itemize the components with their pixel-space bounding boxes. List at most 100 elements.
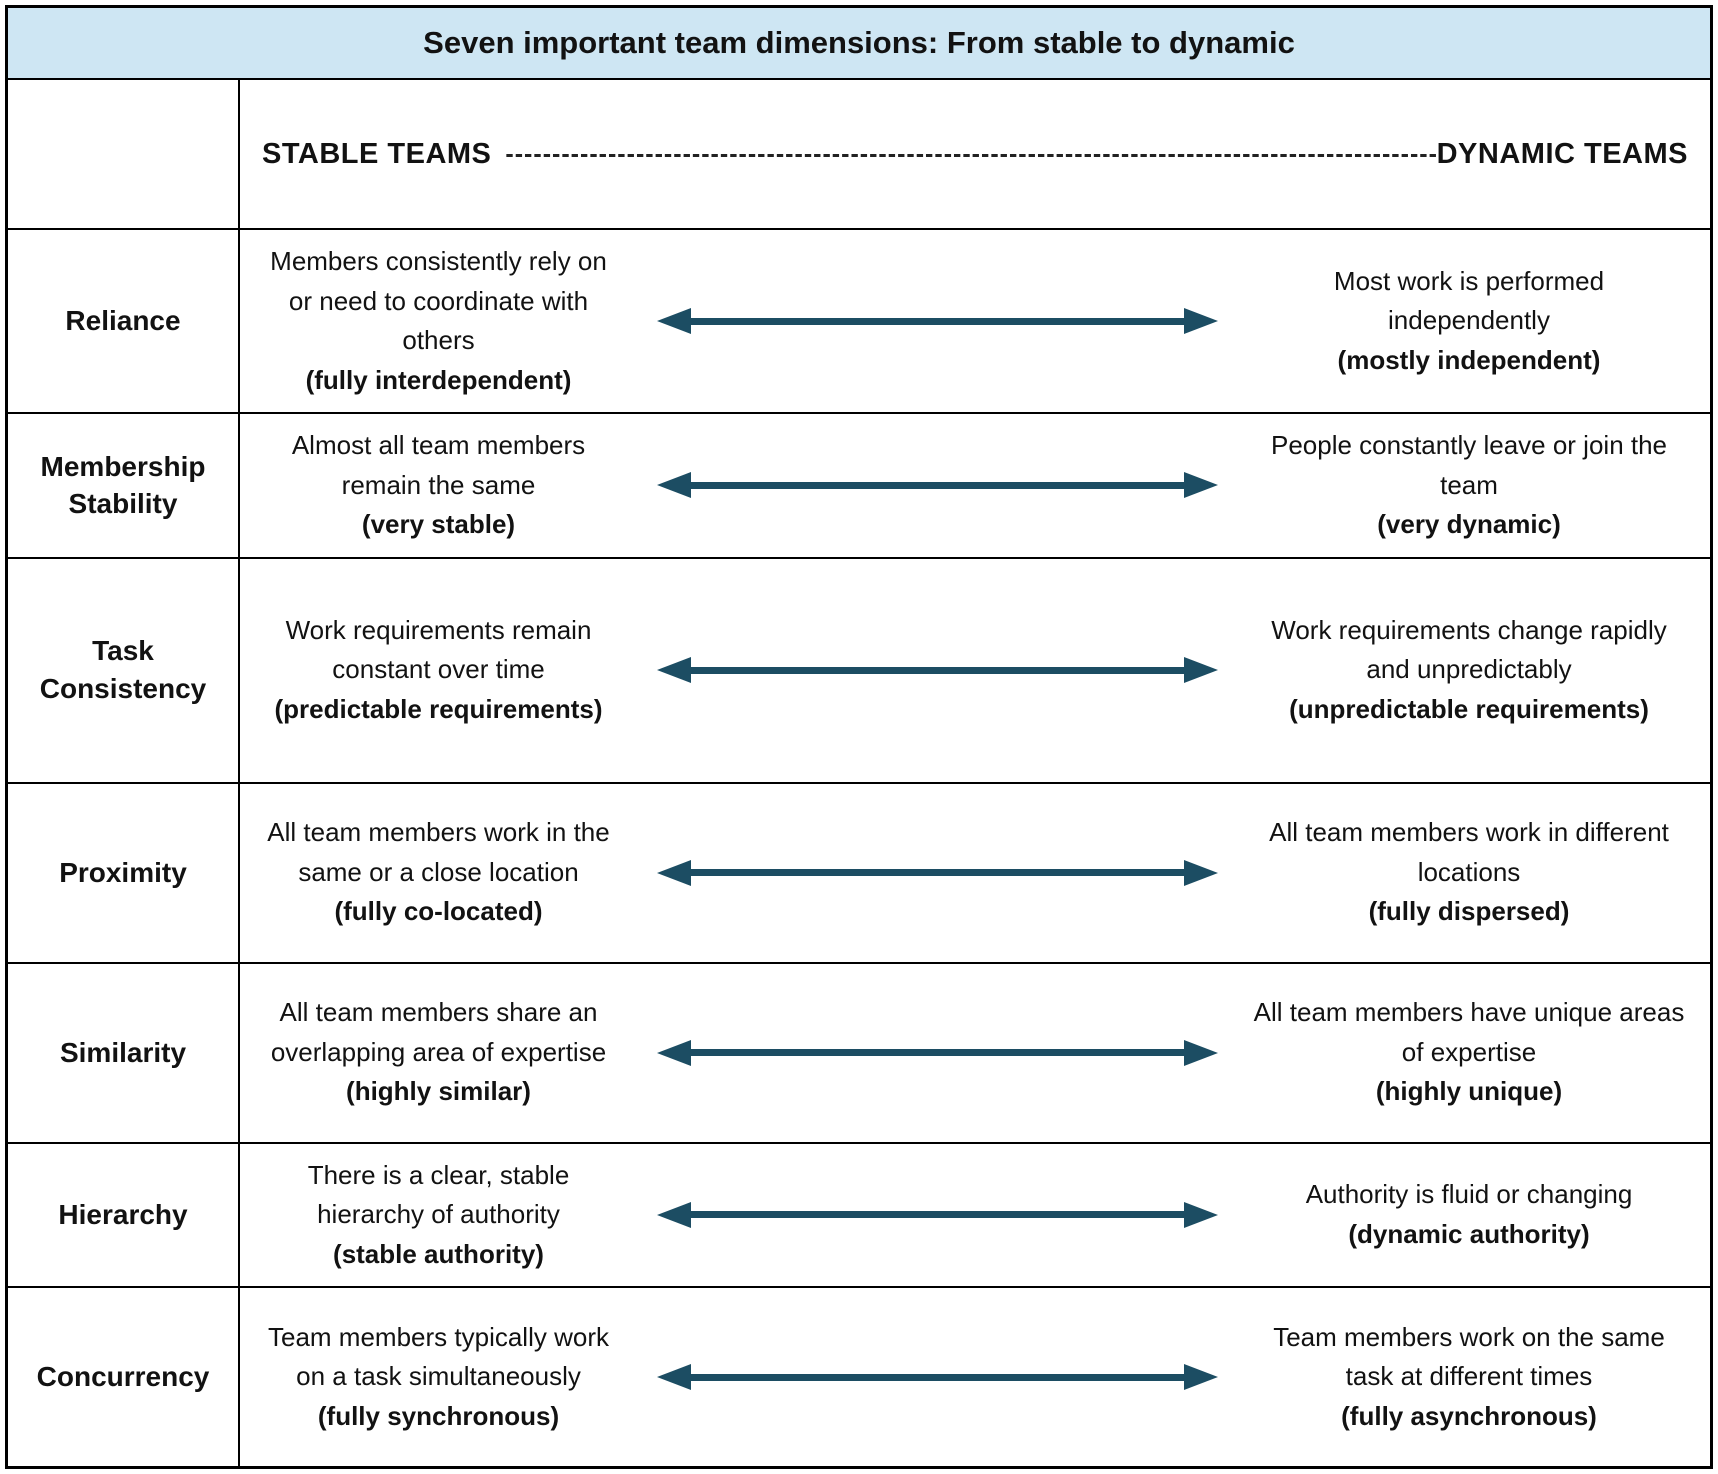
stable-teams-label: STABLE TEAMS [262, 137, 492, 170]
arrowhead-right [1184, 308, 1218, 335]
stable-text: There is a clear, stable hierarchy of au… [307, 1159, 570, 1230]
stable-description-inner: All team members work in the same or a c… [266, 813, 611, 932]
dynamic-text: Team members work on the same task at di… [1273, 1321, 1665, 1392]
dimension-label: Similarity [8, 963, 240, 1142]
row-task-consistency: Task Consistency Work requirements remai… [8, 556, 1710, 782]
row-membership-stability: Membership Stability Almost all team mem… [8, 412, 1710, 557]
row-hierarchy: Hierarchy There is a clear, stable hiera… [8, 1141, 1710, 1287]
stable-text: All team members work in the same or a c… [267, 817, 610, 887]
dynamic-text: All team members have unique areas of ex… [1253, 997, 1685, 1067]
arrow-shaft [691, 869, 1184, 877]
dimension-label: Membership Stability [8, 414, 240, 557]
dynamic-description-inner: Authority is fluid or changing (dynamic … [1250, 1175, 1688, 1254]
stable-description: Almost all team members remain the same … [246, 422, 631, 549]
stable-description: There is a clear, stable hierarchy of au… [246, 1152, 631, 1279]
dynamic-tag: (very dynamic) [1377, 509, 1561, 540]
stable-description-inner: Team members typically work on a task si… [266, 1318, 611, 1437]
arrowhead-left [657, 1201, 691, 1228]
dynamic-text: Most work is performed independently [1333, 265, 1605, 336]
stable-description-inner: There is a clear, stable hierarchy of au… [266, 1156, 611, 1275]
row-content: All team members work in the same or a c… [240, 784, 1710, 962]
arrowhead-left [657, 472, 691, 499]
dynamic-text: Authority is fluid or changing [1305, 1179, 1633, 1210]
arrowhead-right [1184, 1201, 1218, 1228]
dimension-label: Proximity [8, 783, 240, 962]
stable-tag: (predictable requirements) [274, 693, 603, 724]
dimension-label: Concurrency [8, 1288, 240, 1467]
dimension-label: Hierarchy [8, 1143, 240, 1287]
dynamic-description-inner: Team members work on the same task at di… [1250, 1318, 1688, 1437]
dynamic-description-inner: All team members work in different locat… [1250, 813, 1688, 932]
arrowhead-left [657, 1364, 691, 1391]
dynamic-tag: (unpredictable requirements) [1289, 693, 1649, 724]
stable-text: Work requirements remain constant over t… [285, 614, 592, 685]
dynamic-description-inner: People constantly leave or join the team… [1250, 426, 1688, 545]
stable-tag: (stable authority) [333, 1238, 544, 1269]
arrow-shaft [691, 1211, 1184, 1219]
double-arrow-icon [631, 1039, 1244, 1066]
stable-text: Members consistently rely on or need to … [270, 246, 607, 356]
arrow-shaft [691, 481, 1184, 489]
dynamic-tag: (highly unique) [1375, 1076, 1563, 1107]
stable-text: Almost all team members remain the same [291, 430, 586, 500]
stable-to-dynamic-dashes: ----------------------------------------… [505, 139, 1437, 168]
row-content: Team members typically work on a task si… [240, 1288, 1710, 1466]
stable-text: All team members share an overlapping ar… [270, 997, 607, 1067]
stable-tag: (very stable) [361, 509, 516, 540]
stable-description: Work requirements remain constant over t… [246, 607, 631, 734]
arrowhead-right [1184, 472, 1218, 499]
stable-description: All team members work in the same or a c… [246, 809, 631, 936]
dynamic-text: All team members work in different locat… [1269, 817, 1669, 887]
arrow-shaft [691, 1373, 1184, 1381]
arrowhead-right [1184, 1039, 1218, 1066]
double-arrow-icon [631, 859, 1244, 886]
table-title: Seven important team dimensions: From st… [8, 8, 1710, 80]
arrow-shaft [691, 317, 1184, 325]
stable-description: Members consistently rely on or need to … [246, 238, 631, 404]
double-arrow-icon [631, 1364, 1244, 1391]
double-arrow-icon [631, 657, 1244, 684]
stable-description-inner: All team members share an overlapping ar… [266, 993, 611, 1112]
dynamic-teams-label: DYNAMIC TEAMS [1436, 137, 1688, 170]
stable-text: Team members typically work on a task si… [268, 1321, 609, 1392]
row-content: Work requirements remain constant over t… [240, 559, 1710, 782]
stable-description: All team members share an overlapping ar… [246, 989, 631, 1116]
stable-description-inner: Members consistently rely on or need to … [266, 242, 611, 400]
dynamic-tag: (mostly independent) [1337, 344, 1601, 375]
dynamic-description: Work requirements change rapidly and unp… [1244, 607, 1694, 734]
row-content: There is a clear, stable hierarchy of au… [240, 1144, 1710, 1287]
row-content: Almost all team members remain the same … [240, 414, 1710, 557]
row-concurrency: Concurrency Team members typically work … [8, 1286, 1710, 1467]
header-content: STABLE TEAMS ---------------------------… [240, 80, 1710, 228]
stable-description-inner: Work requirements remain constant over t… [266, 611, 611, 730]
row-content: Members consistently rely on or need to … [240, 230, 1710, 412]
dynamic-description: Team members work on the same task at di… [1244, 1314, 1694, 1441]
row-proximity: Proximity All team members work in the s… [8, 781, 1710, 962]
arrowhead-left [657, 859, 691, 886]
arrowhead-right [1184, 1364, 1218, 1391]
stable-tag: (fully co-located) [334, 896, 543, 927]
stable-tag: (highly similar) [346, 1076, 531, 1107]
dynamic-tag: (dynamic authority) [1348, 1218, 1590, 1249]
dynamic-description-inner: Most work is performed independently (mo… [1250, 262, 1688, 381]
dynamic-description-inner: Work requirements change rapidly and unp… [1250, 611, 1688, 730]
arrowhead-left [657, 657, 691, 684]
team-dimensions-table: Seven important team dimensions: From st… [5, 5, 1713, 1470]
dynamic-tag: (fully dispersed) [1368, 896, 1570, 927]
dynamic-tag: (fully asynchronous) [1341, 1400, 1597, 1431]
double-arrow-icon [631, 1201, 1244, 1228]
arrowhead-right [1184, 859, 1218, 886]
dimension-label: Reliance [8, 230, 240, 413]
header-row: STABLE TEAMS ---------------------------… [8, 80, 1710, 228]
row-similarity: Similarity All team members share an ove… [8, 961, 1710, 1142]
dynamic-text: Work requirements change rapidly and unp… [1271, 614, 1667, 685]
dynamic-description: All team members work in different locat… [1244, 809, 1694, 936]
dimension-label: Task Consistency [8, 558, 240, 782]
dynamic-description: People constantly leave or join the team… [1244, 422, 1694, 549]
arrow-shaft [691, 666, 1184, 674]
arrowhead-right [1184, 657, 1218, 684]
arrowhead-left [657, 308, 691, 335]
dynamic-description: All team members have unique areas of ex… [1244, 989, 1694, 1116]
stable-description-inner: Almost all team members remain the same … [266, 426, 611, 545]
row-reliance: Reliance Members consistently rely on or… [8, 228, 1710, 413]
